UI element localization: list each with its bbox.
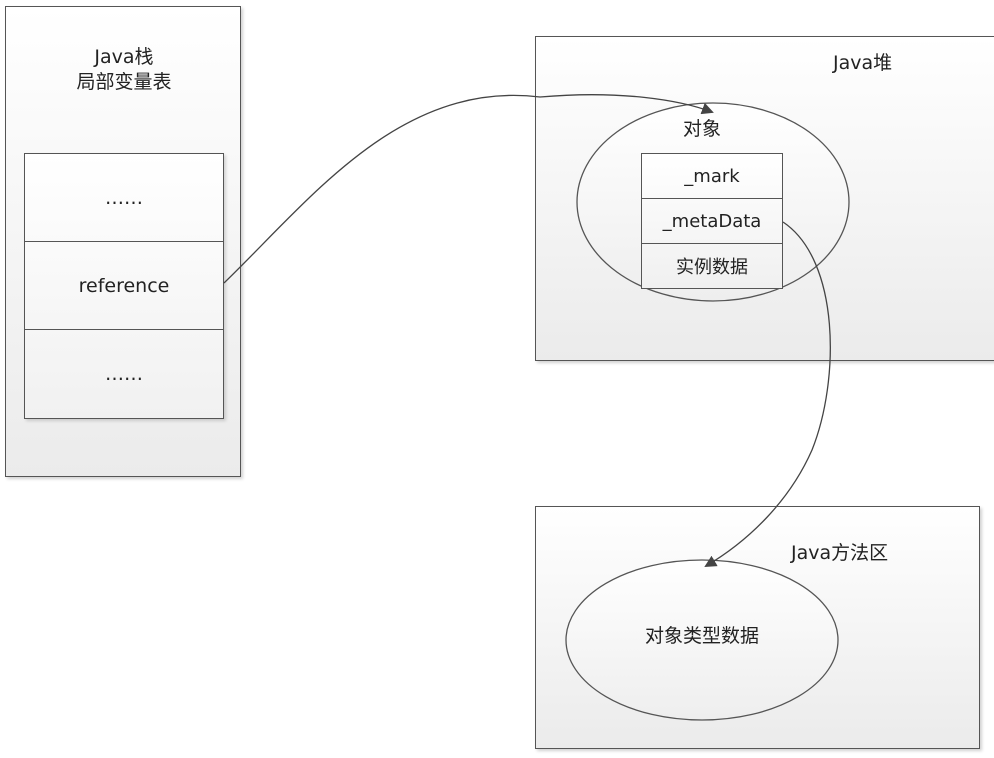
local-variable-table: …… reference …… [24,153,224,419]
java-stack-title-text: Java栈 [94,46,154,68]
type-data-label: 对象类型数据 [644,625,759,647]
field-mark: _mark [642,154,782,199]
java-stack-panel: Java栈 局部变量表 …… reference …… [5,6,241,477]
java-heap-title: Java堆 [833,52,893,74]
object-title: 对象 [683,118,722,140]
stack-cell-ellipsis-top: …… [25,154,223,242]
object-fields-table: _mark _metaData 实例数据 [641,153,783,289]
method-area-title: Java方法区 [791,542,889,564]
field-metadata: _metaData [642,199,782,244]
stack-cell-ellipsis-bottom: …… [105,363,143,385]
java-stack-title: Java栈 局部变量表 [6,45,242,94]
stack-cell-reference: reference [25,242,223,330]
local-variable-table-title: 局部变量表 [76,70,172,93]
field-instance-data: 实例数据 [676,257,748,278]
